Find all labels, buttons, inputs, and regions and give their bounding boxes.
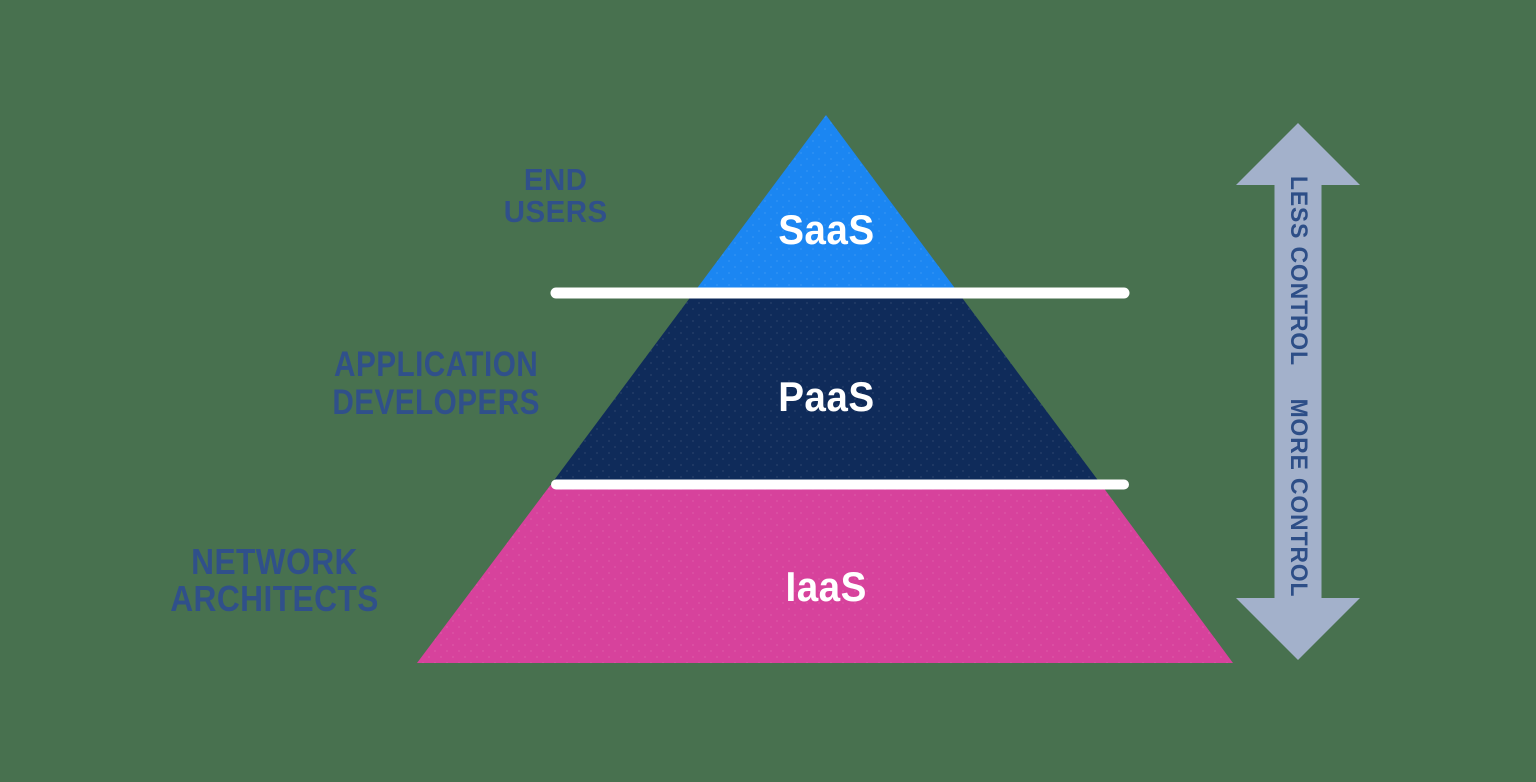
paas-label: PaaS [676, 376, 976, 418]
control-arrow-shape [1236, 123, 1360, 660]
paas-layer-texture [550, 293, 1102, 485]
saas-label: SaaS [676, 209, 976, 251]
iaas-label-text: IaaS [785, 563, 867, 610]
end-users-label: END USERS [406, 164, 706, 228]
label-line: NETWORK [190, 541, 358, 582]
label-line: USERS [504, 194, 608, 229]
application-developers-label-text: APPLICATION DEVELOPERS [332, 346, 540, 422]
network-architects-label-text: NETWORK ARCHITECTS [170, 543, 379, 617]
label-line: DEVELOPERS [332, 383, 540, 422]
application-developers-label: APPLICATION DEVELOPERS [286, 346, 586, 422]
saas-label-text: SaaS [777, 206, 875, 253]
network-architects-label: NETWORK ARCHITECTS [124, 543, 424, 617]
iaas-layer-texture [417, 485, 1233, 663]
label-line: ARCHITECTS [169, 578, 379, 619]
less-control-label: LESS CONTROL [1285, 175, 1312, 367]
iaas-label: IaaS [676, 566, 976, 608]
end-users-label-text: END USERS [504, 164, 608, 228]
more-control-label: MORE CONTROL [1285, 398, 1312, 598]
paas-label-text: PaaS [777, 373, 875, 420]
label-line: APPLICATION [333, 345, 539, 384]
label-line: END [524, 162, 588, 197]
saas-layer-texture [693, 115, 959, 293]
